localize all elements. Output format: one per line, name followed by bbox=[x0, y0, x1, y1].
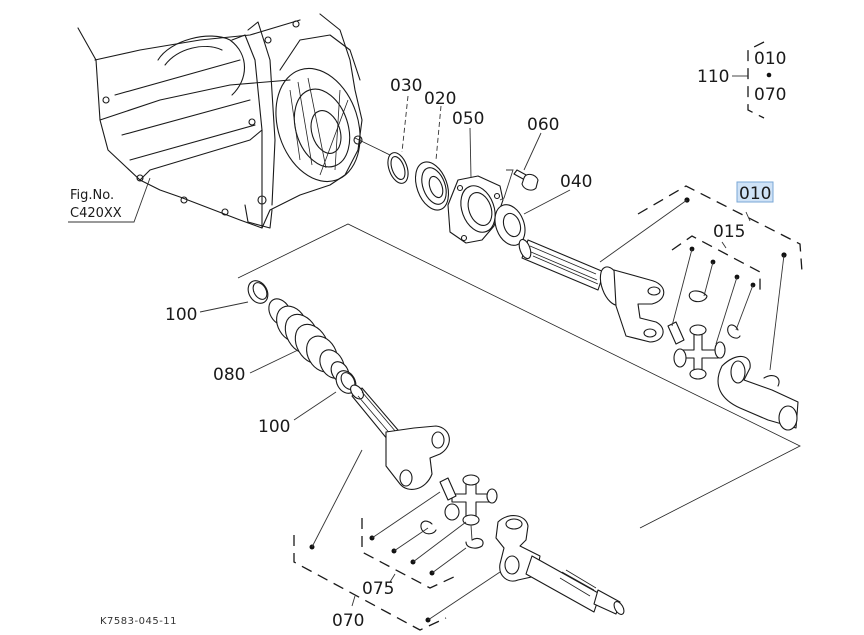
part-080-boot[interactable] bbox=[264, 295, 352, 386]
callout-010[interactable]: 010 bbox=[739, 184, 771, 204]
part-020-bearing[interactable] bbox=[409, 157, 454, 214]
part-070-shaft-yoke-upper[interactable] bbox=[348, 383, 450, 490]
bracket-070 bbox=[293, 449, 501, 631]
bracket-010 bbox=[599, 185, 803, 371]
bracket-075 bbox=[361, 491, 467, 589]
part-100-clamp-upper[interactable] bbox=[244, 277, 272, 307]
callout-010-highlight bbox=[736, 181, 774, 203]
callout-075[interactable]: 075 bbox=[362, 579, 394, 599]
part-060-bolt[interactable] bbox=[513, 169, 539, 191]
transmission-housing bbox=[77, 13, 363, 229]
callout-060[interactable]: 060 bbox=[527, 115, 559, 135]
legend-separator-dot bbox=[766, 72, 772, 78]
drawing-code: K7583-045-11 bbox=[100, 616, 177, 627]
callout-080[interactable]: 080 bbox=[213, 365, 245, 385]
callout-030[interactable]: 030 bbox=[390, 76, 422, 96]
legend-110-label[interactable]: 110 bbox=[697, 67, 729, 87]
figure-number-callout: Fig.No. C420XX bbox=[68, 177, 151, 223]
part-070-yoke-shaft-lower[interactable] bbox=[495, 515, 626, 616]
callout-015[interactable]: 015 bbox=[713, 222, 745, 242]
fig-no-value: C420XX bbox=[70, 206, 122, 221]
part-010-yoke-end[interactable] bbox=[717, 355, 799, 431]
callout-100-upper[interactable]: 100 bbox=[165, 305, 197, 325]
part-010-drive-shaft[interactable] bbox=[517, 238, 665, 343]
callout-050[interactable]: 050 bbox=[452, 109, 484, 129]
legend-110-top: 010 bbox=[754, 49, 786, 69]
part-030-snap-ring[interactable] bbox=[384, 150, 412, 186]
part-040-oil-seal[interactable] bbox=[490, 200, 531, 249]
part-050-bearing-holder[interactable] bbox=[447, 175, 504, 244]
part-075-universal-joint-kit[interactable] bbox=[420, 474, 498, 549]
fig-no-label: Fig.No. bbox=[70, 188, 114, 203]
bracket-015 bbox=[671, 235, 761, 345]
part-015-universal-joint-kit[interactable] bbox=[667, 290, 741, 380]
callout-040[interactable]: 040 bbox=[560, 172, 592, 192]
callout-100-lower[interactable]: 100 bbox=[258, 417, 290, 437]
legend-110-bottom: 070 bbox=[754, 85, 786, 105]
callout-020[interactable]: 020 bbox=[424, 89, 456, 109]
legend-110: 110 010 070 bbox=[697, 41, 786, 119]
callout-070[interactable]: 070 bbox=[332, 611, 364, 631]
